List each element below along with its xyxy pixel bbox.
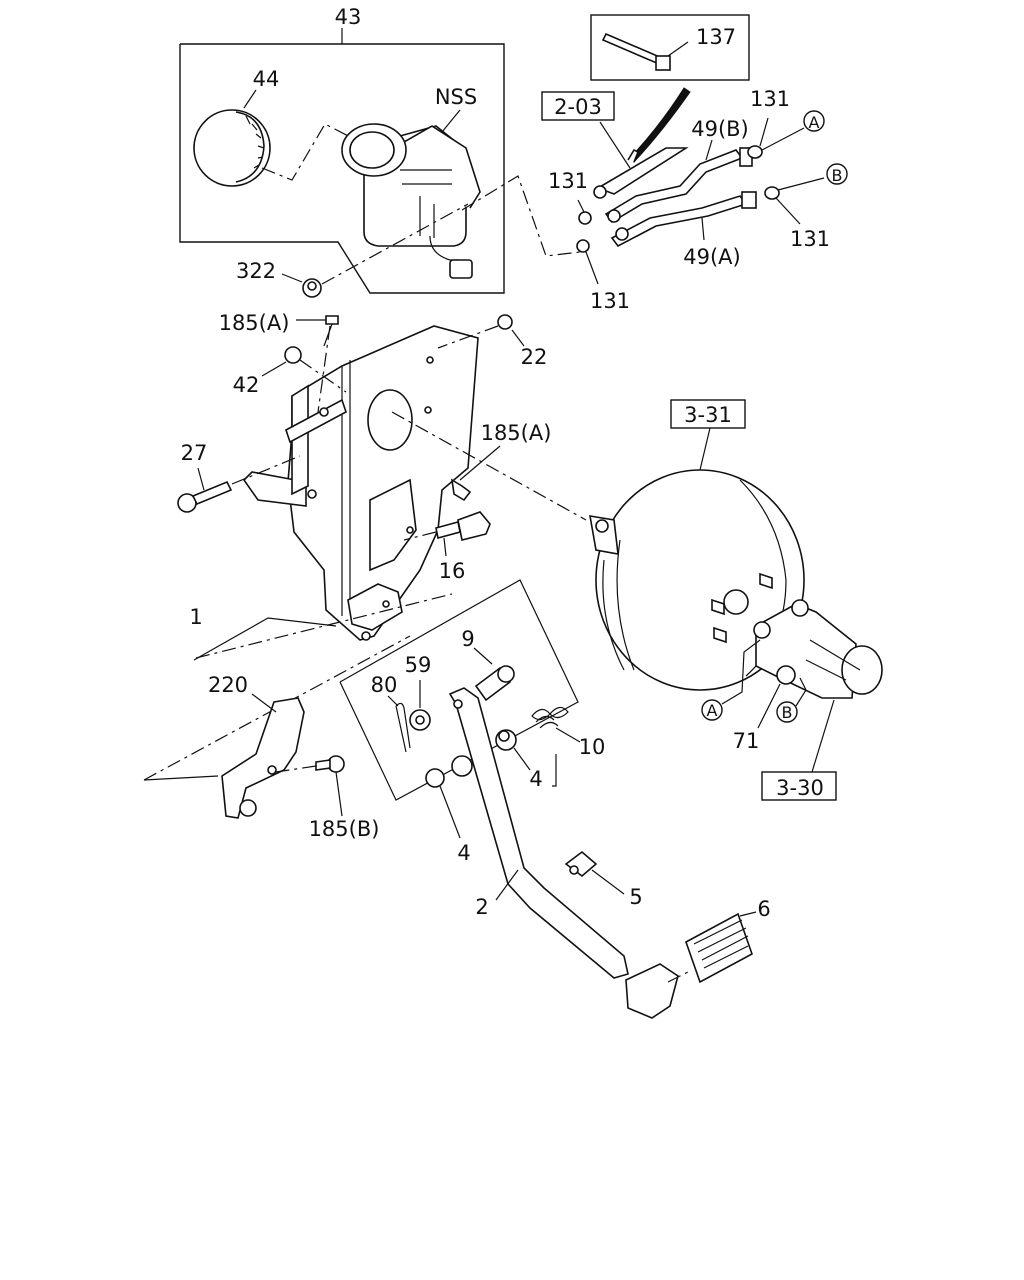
switch-16 — [435, 511, 491, 557]
ref-box-3-31 — [670, 399, 746, 429]
callout-b-top: B — [832, 166, 843, 185]
label-131-right: 131 — [790, 227, 830, 251]
master-cylinder — [753, 599, 883, 773]
brake-pedal-arm — [448, 687, 679, 1019]
label-43: 43 — [335, 5, 362, 29]
reservoir-group-frame — [179, 28, 505, 294]
hose-2-03 — [593, 121, 689, 199]
bolt-27-centerline — [231, 455, 301, 485]
label-185a-top: 185(A) — [219, 311, 290, 335]
bolt-185b — [315, 755, 345, 817]
bushing-4-upper — [495, 729, 531, 771]
spring-bracket — [552, 754, 557, 787]
reservoir-cap — [193, 89, 271, 187]
label-4-upper: 4 — [529, 767, 542, 791]
label-9: 9 — [461, 627, 474, 651]
pin-80 — [387, 695, 411, 753]
switch-centerline — [403, 531, 437, 541]
label-10: 10 — [579, 735, 606, 759]
callout-a-top: A — [809, 113, 820, 132]
callout-b-bottom: B — [782, 703, 793, 722]
booster-centerline — [391, 411, 587, 521]
bolt-185a-mid — [450, 445, 501, 502]
brake-booster — [589, 427, 805, 691]
label-1: 1 — [189, 605, 202, 629]
label-6: 6 — [757, 897, 770, 921]
pedal-axis-line-2 — [143, 775, 219, 781]
label-49-b: 49(B) — [691, 117, 749, 141]
label-3-31: 3-31 — [684, 403, 732, 427]
stopper-5 — [564, 850, 625, 895]
bracket-220 — [221, 693, 305, 819]
bolt-185a-top — [296, 315, 339, 347]
label-131-top-right: 131 — [750, 87, 790, 111]
label-137: 137 — [696, 25, 736, 49]
tank-centerline — [461, 175, 581, 257]
bolt-185b-centerline — [275, 765, 317, 773]
pedal-pad-6 — [685, 911, 757, 984]
bushing-4-lower — [425, 768, 461, 839]
label-185a-mid: 185(A) — [481, 421, 552, 445]
nut-71 — [757, 665, 796, 729]
label-5: 5 — [629, 885, 642, 909]
label-49-a: 49(A) — [683, 245, 740, 269]
label-22: 22 — [521, 345, 548, 369]
washer-59 — [409, 680, 431, 731]
label-4-lower: 4 — [457, 841, 470, 865]
part-137-box — [590, 14, 750, 81]
label-27: 27 — [181, 441, 208, 465]
callout-a-leader — [721, 639, 761, 705]
pedal-group-frame — [339, 579, 579, 801]
label-131-top-left: 131 — [548, 169, 588, 193]
washer-42-centerline — [299, 359, 347, 393]
nut-22 — [497, 314, 525, 347]
label-nss: NSS — [435, 85, 477, 109]
washer-42 — [261, 346, 302, 377]
nut-22-centerline — [437, 325, 499, 349]
callout-circle-a-bottom — [701, 699, 723, 721]
bracket-frame-line — [195, 593, 453, 659]
label-220: 220 — [208, 673, 248, 697]
label-3-30: 3-30 — [776, 776, 824, 800]
label-2-03: 2-03 — [554, 95, 602, 119]
reservoir-tank — [341, 109, 481, 279]
nut-322 — [281, 273, 322, 298]
pivot-bolt-9 — [473, 647, 515, 702]
hose-49-a — [610, 191, 757, 248]
label-44: 44 — [253, 67, 280, 91]
part-137-clip — [601, 32, 689, 71]
label-322: 322 — [236, 259, 276, 283]
pedal-axis-line — [143, 635, 411, 781]
bolt-27 — [177, 467, 233, 513]
label-80: 80 — [371, 673, 398, 697]
callout-b-leader — [795, 677, 807, 707]
callout-circle-b-bottom — [776, 701, 798, 723]
bracket-leader-1 — [193, 617, 337, 661]
label-42: 42 — [233, 373, 260, 397]
pedal-bracket — [242, 325, 479, 641]
callout-circle-a-top — [803, 110, 825, 132]
ref-box-2-03 — [541, 91, 615, 121]
pad-centerline — [667, 971, 689, 983]
spring-10 — [531, 706, 581, 743]
label-2: 2 — [475, 895, 488, 919]
label-16: 16 — [439, 559, 466, 583]
hose-clamps-131 — [576, 117, 825, 285]
label-131-bottom: 131 — [590, 289, 630, 313]
label-71: 71 — [733, 729, 760, 753]
callout-a-bottom: A — [707, 701, 718, 720]
cap-centerline — [261, 123, 357, 181]
label-59: 59 — [405, 653, 432, 677]
callout-circle-b-top — [826, 163, 848, 185]
hose-49-b — [604, 139, 753, 224]
nut-centerline — [321, 203, 469, 285]
label-185b: 185(B) — [309, 817, 380, 841]
ref-box-3-30 — [761, 771, 837, 801]
